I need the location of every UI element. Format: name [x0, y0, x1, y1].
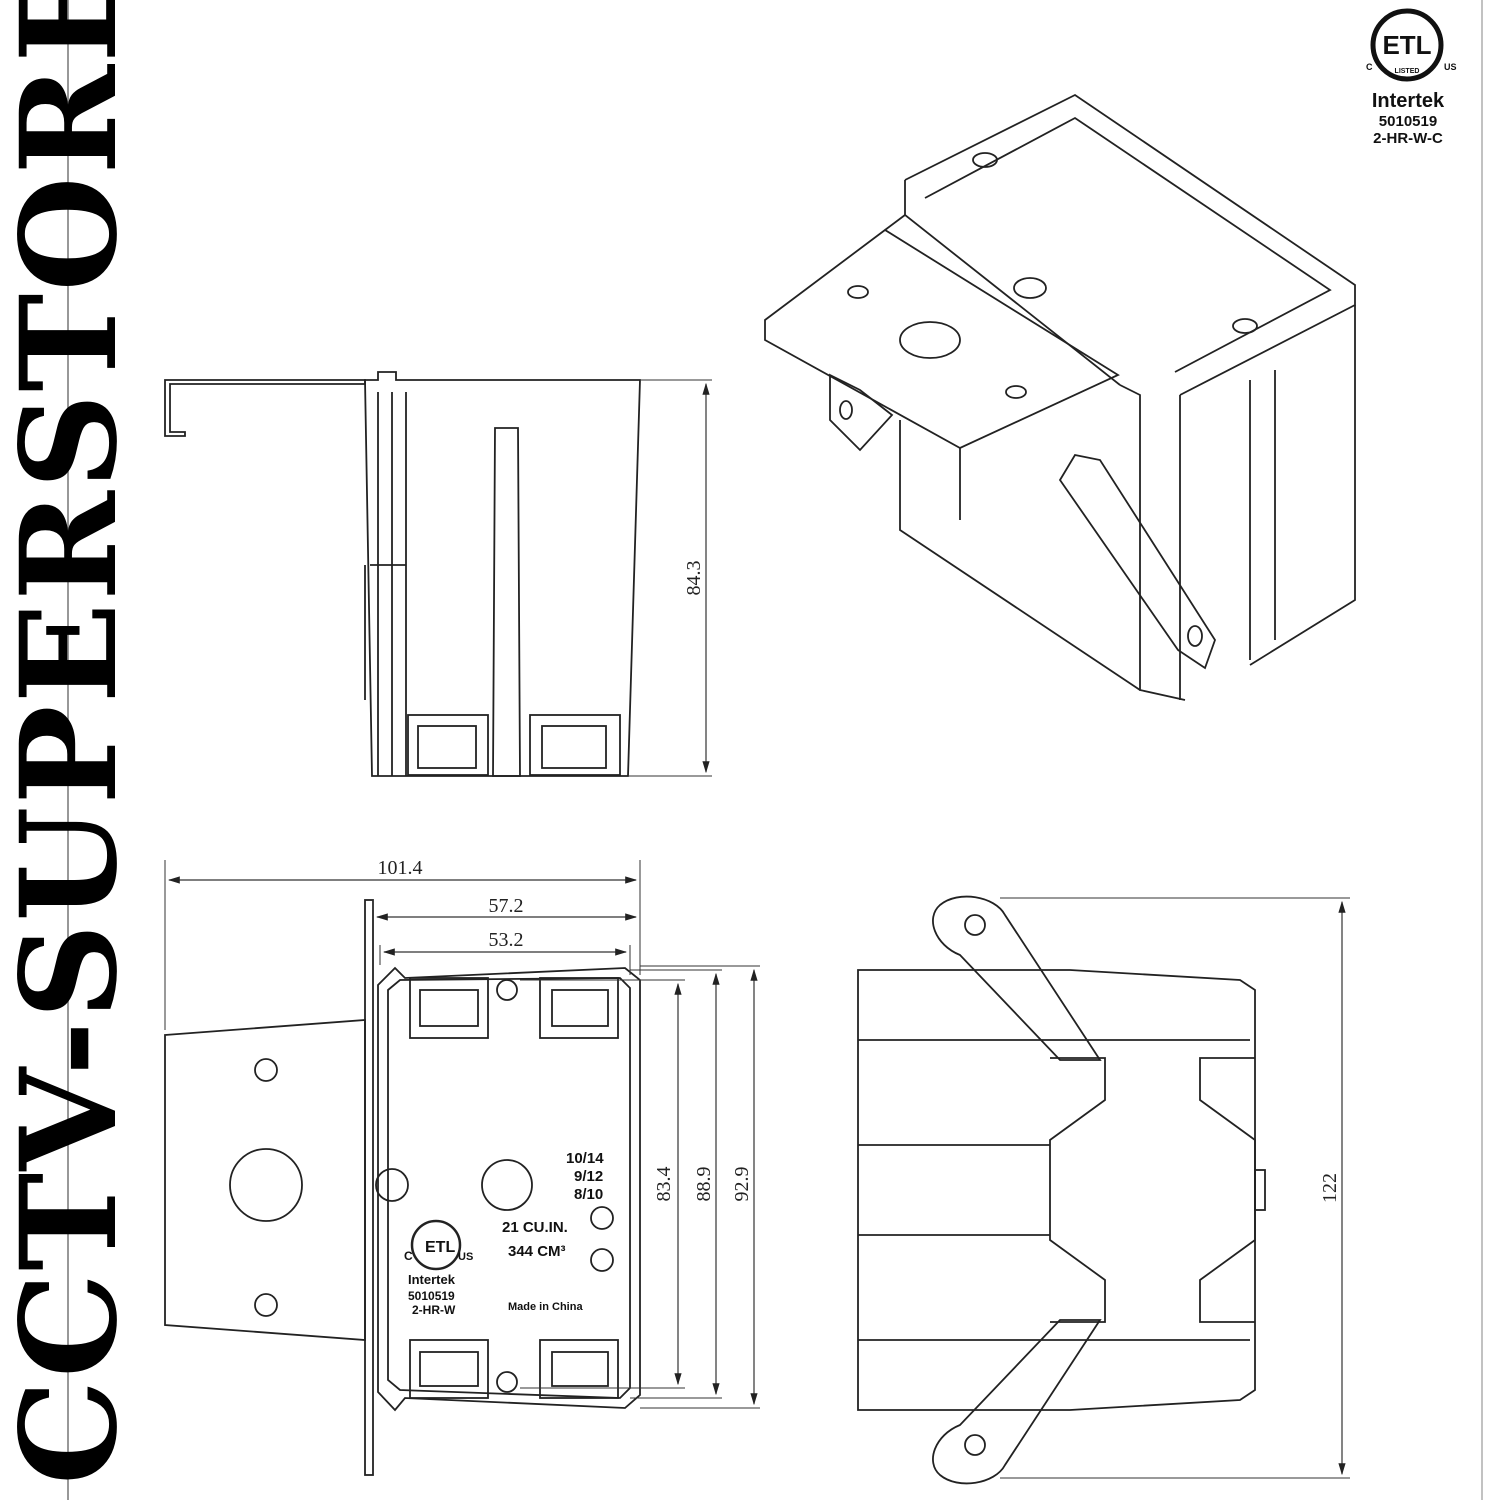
outer-height-label: 92.9	[731, 1167, 753, 1202]
front-cert-model: 2-HR-W	[412, 1303, 456, 1317]
etl-us-text: US	[1444, 62, 1457, 72]
inner-height-label: 83.4	[653, 1167, 675, 1202]
side-view	[164, 371, 641, 777]
wire-gauge-2: 9/12	[574, 1168, 603, 1185]
cert-model: 2-HR-W-C	[1373, 130, 1443, 147]
side-height-dimension	[628, 379, 712, 777]
front-cert-c: C	[404, 1249, 413, 1263]
made-in-china-label: Made in China	[508, 1301, 583, 1313]
front-cert-number: 5010519	[408, 1289, 455, 1303]
front-cert-brand: Intertek	[408, 1272, 456, 1287]
bottom-view	[857, 895, 1266, 1485]
wire-gauge-3: 8/10	[574, 1186, 603, 1203]
front-cert-etl: ETL	[425, 1239, 455, 1256]
isometric-view	[764, 93, 1356, 701]
front-dimensions	[164, 860, 760, 1409]
cert-number: 5010519	[1378, 113, 1438, 130]
overall-width-label: 101.4	[378, 857, 423, 879]
cctv-superstore-watermark: CCTV-SUPERSTORE	[0, 0, 147, 1485]
etl-listed-text: LISTED	[1395, 68, 1420, 75]
cert-brand: Intertek	[1371, 90, 1445, 112]
front-cert-us: US	[458, 1251, 473, 1263]
outer-width-label: 57.2	[489, 895, 524, 917]
etl-c-text: C	[1366, 62, 1373, 72]
wire-gauge-1: 10/14	[566, 1150, 604, 1167]
bottom-height-dimension	[1000, 897, 1350, 1479]
volume-cubic-cm: 344 CM³	[508, 1243, 566, 1260]
certification-block: Intertek 5010519 2-HR-W-C	[1348, 8, 1468, 158]
volume-cubic-inches: 21 CU.IN.	[502, 1219, 568, 1236]
etl-certification-mark: ETL LISTED C US	[1366, 8, 1457, 82]
etl-mark-text: ETL	[1382, 30, 1431, 60]
bottom-height-label: 122	[1319, 1173, 1341, 1203]
front-view	[164, 899, 641, 1476]
inner-width-label: 53.2	[489, 929, 524, 951]
mid-height-label: 88.9	[693, 1167, 715, 1202]
side-height-label: 84.3	[683, 561, 705, 596]
